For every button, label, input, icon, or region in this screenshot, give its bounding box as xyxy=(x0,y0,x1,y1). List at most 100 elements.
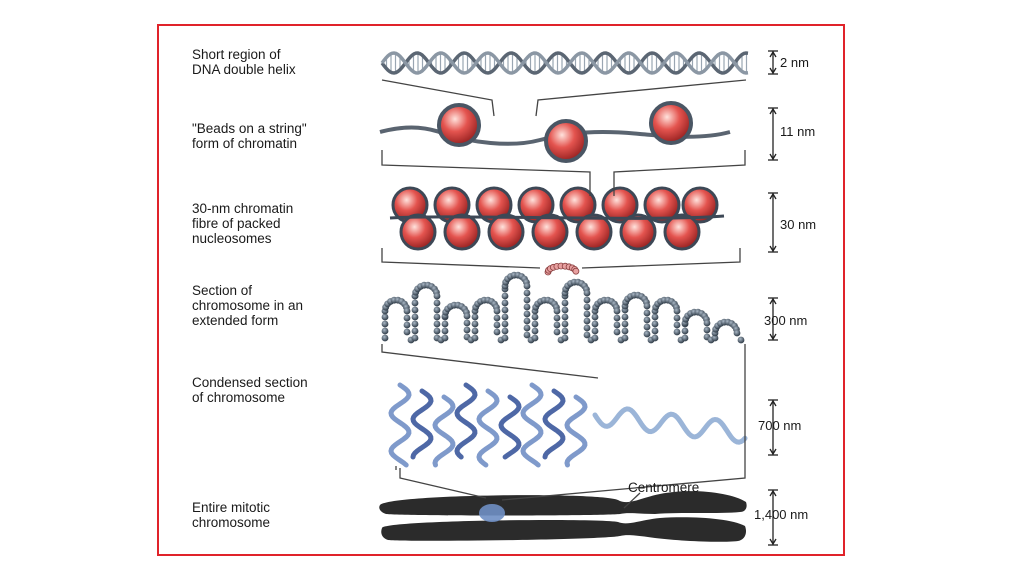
chromatin-bead xyxy=(433,306,441,314)
chromatin-bead xyxy=(411,320,419,328)
chromatin-bead xyxy=(403,314,411,322)
mitotic-chromosome xyxy=(379,491,747,542)
chromatin-bead xyxy=(381,327,389,335)
condensed-coil xyxy=(432,394,456,468)
chromatin-bead xyxy=(643,316,651,324)
chromatin-bead xyxy=(673,328,681,336)
chromatin-bead xyxy=(591,313,599,321)
chromatin-bead xyxy=(553,328,561,336)
chromatin-fibre-30nm xyxy=(389,186,725,251)
nucleosome-bead xyxy=(649,101,693,145)
chromatin-bead xyxy=(523,331,531,339)
chromatin-bead xyxy=(651,313,659,321)
condensed-chromosome-section xyxy=(388,382,748,468)
chromatin-bead xyxy=(553,321,561,329)
chromatin-bead xyxy=(433,313,441,321)
chromatin-bead xyxy=(501,313,509,321)
chromatin-bead xyxy=(561,306,569,314)
chromatin-bead xyxy=(381,320,389,328)
dna-double-helix xyxy=(380,51,749,75)
chromatin-bead xyxy=(433,320,441,328)
chromatin-bead xyxy=(703,319,711,327)
chromatin-bead xyxy=(501,306,509,314)
scale-arrow xyxy=(769,297,777,305)
chromatin-bead xyxy=(501,327,509,335)
nucleosome xyxy=(399,213,437,251)
helix-strand xyxy=(380,51,749,75)
label-mitotic-chromosome: Entire mitotic chromosome xyxy=(192,500,271,530)
scale-arrow xyxy=(769,245,777,253)
condensed-coil xyxy=(388,382,412,468)
chromatin-bead xyxy=(523,303,531,311)
chromatin-bead xyxy=(441,327,449,335)
chromatin-bead xyxy=(673,321,681,329)
chromatin-bead xyxy=(613,328,621,336)
chromatin-bead xyxy=(523,310,531,318)
chromatin-bead xyxy=(651,334,659,342)
condensed-coil xyxy=(520,382,544,468)
chromatin-bead xyxy=(591,334,599,342)
chromatin-bead xyxy=(463,312,471,320)
chromatin-bead xyxy=(523,296,531,304)
chromatin-bead xyxy=(621,334,629,342)
chromatin-bead xyxy=(531,313,539,321)
chromatin-bead xyxy=(591,327,599,335)
scale-arrow xyxy=(769,489,777,497)
chromatin-bead xyxy=(681,327,689,335)
highlighted-bead xyxy=(572,267,580,275)
chromatin-bead xyxy=(493,314,501,322)
nucleosome xyxy=(487,213,525,251)
nucleosome xyxy=(663,213,701,251)
chromatin-bead xyxy=(621,313,629,321)
label-centromere: Centromere xyxy=(628,480,700,495)
nucleosome xyxy=(681,186,719,224)
nucleosome xyxy=(643,186,681,224)
chromatin-bead xyxy=(381,334,389,342)
chromatin-bead xyxy=(737,336,745,344)
chromatin-bead xyxy=(583,303,591,311)
chromatin-bead xyxy=(501,334,509,342)
scale-arrow xyxy=(769,107,777,115)
scale-arrow xyxy=(769,448,777,456)
blue-highlight xyxy=(479,504,505,522)
chromatin-bead xyxy=(651,327,659,335)
scale-bars xyxy=(768,50,778,546)
chromatin-bead xyxy=(411,306,419,314)
chromatin-bead xyxy=(441,320,449,328)
chromatin-bead xyxy=(471,334,479,342)
chromatin-bead xyxy=(583,296,591,304)
chromatin-bead xyxy=(531,327,539,335)
label-30nm-fibre: 30-nm chromatin fibre of packed nucleoso… xyxy=(192,201,294,246)
chromatin-bead xyxy=(523,324,531,332)
chromatin-bead xyxy=(591,320,599,328)
chromatin-bead xyxy=(403,307,411,315)
chromatin-bead xyxy=(523,289,531,297)
chromatin-bead xyxy=(403,328,411,336)
scale-arrow xyxy=(769,67,777,75)
chromatin-bead xyxy=(523,317,531,325)
scale-arrow xyxy=(769,50,777,58)
chromatin-bead xyxy=(643,302,651,310)
beads-on-a-string xyxy=(379,101,731,163)
chromatin-bead xyxy=(471,320,479,328)
chromatin-bead xyxy=(433,327,441,335)
chromatin-bead xyxy=(561,299,569,307)
chromatin-bead xyxy=(411,334,419,342)
extended-chromosome-loops xyxy=(381,262,745,344)
chromatin-bead xyxy=(381,313,389,321)
scale-2nm: 2 nm xyxy=(780,55,809,70)
chromatin-bead xyxy=(493,321,501,329)
chromatin-bead xyxy=(561,313,569,321)
chromatin-bead xyxy=(583,331,591,339)
chromatin-bead xyxy=(493,328,501,336)
chromatin-bead xyxy=(733,329,741,337)
nucleosome-bead xyxy=(437,103,481,147)
chromatin-bead xyxy=(463,326,471,334)
nucleosome xyxy=(619,213,657,251)
chromatin-bead xyxy=(403,321,411,329)
chromatin-bead xyxy=(583,289,591,297)
chromatin-bead xyxy=(433,292,441,300)
connector-lines xyxy=(381,79,747,509)
chromatin-bead xyxy=(471,327,479,335)
scale-arrow xyxy=(769,192,777,200)
